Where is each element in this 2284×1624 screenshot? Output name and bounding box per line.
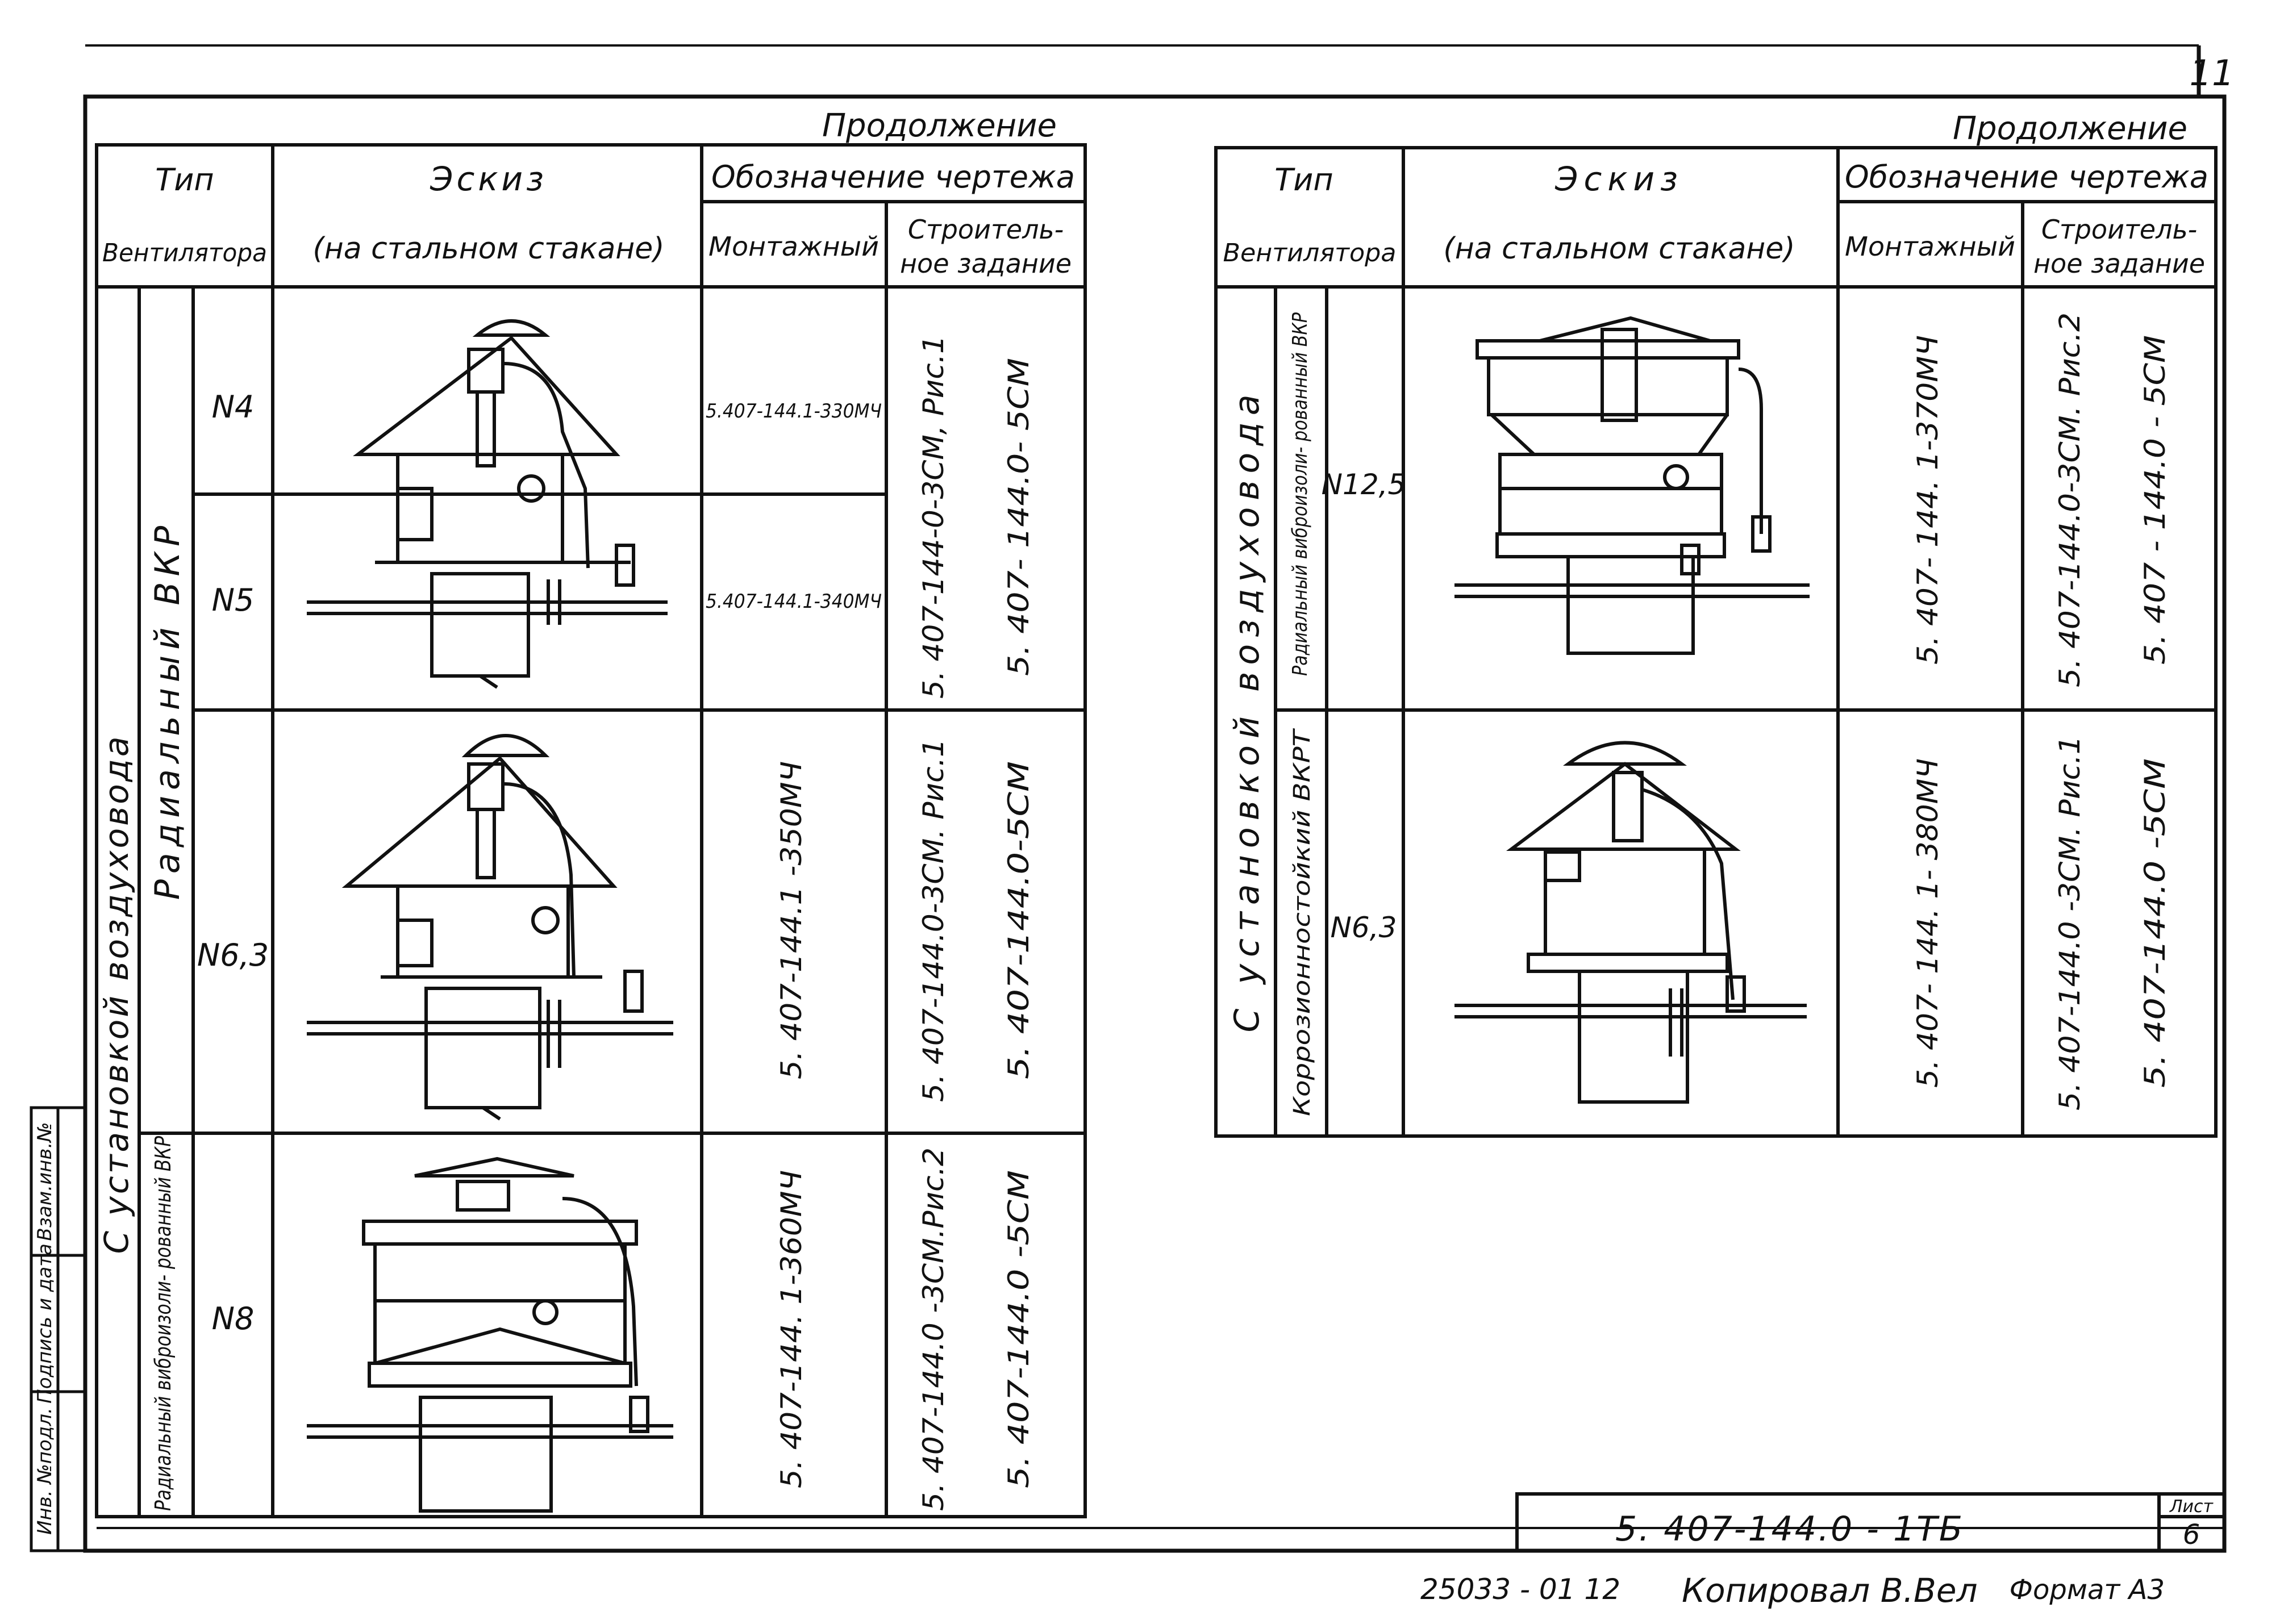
sheet-frame bbox=[83, 44, 2227, 1553]
footer-order: 25033 - 01 12 bbox=[1420, 1573, 1620, 1606]
right-header-designation: Обозначение чертежа bbox=[1845, 159, 2208, 195]
left-mount-n63: 5. 407-144.1 -350МЧ bbox=[775, 761, 808, 1079]
right-header-sketch-sub: (на стальном стакане) bbox=[1443, 232, 1795, 266]
left-continuation: Продолжение bbox=[822, 107, 1057, 144]
left-constr-n8: 5. 407-144.0 -3СМ.Рис.2 bbox=[917, 1147, 950, 1511]
left-mount-n4: 5.407-144.1-330МЧ bbox=[706, 400, 882, 423]
right-general-n125: 5. 407 - 144.0 - 5СМ bbox=[2139, 335, 2172, 665]
right-constr-n63: 5. 407-144.0 -3СМ. Рис.1 bbox=[2053, 736, 2086, 1111]
left-constr-n63: 5. 407-144.0-3СМ. Рис.1 bbox=[917, 738, 950, 1102]
left-subgroup-radial: Радиальный ВКР bbox=[148, 520, 187, 900]
left-header-construction-2: ное задание bbox=[900, 248, 1072, 279]
right-size-n63: N6,3 bbox=[1331, 911, 1397, 944]
footer-format: Формат А3 bbox=[2010, 1574, 2165, 1606]
left-header-mounting: Монтажный bbox=[708, 231, 879, 262]
right-continuation: Продолжение bbox=[1953, 110, 2187, 147]
footer-copied: Копировал В.Вел bbox=[1682, 1571, 1978, 1610]
title-block bbox=[1515, 1492, 2226, 1552]
left-general-n63: 5. 407-144.0-5СМ bbox=[1002, 761, 1035, 1079]
left-mount-n8: 5. 407-144. 1-360МЧ bbox=[775, 1170, 808, 1488]
right-mount-n63: 5. 407- 144. 1- 380МЧ bbox=[1911, 758, 1944, 1088]
left-size-n63: N6,3 bbox=[197, 937, 269, 973]
right-size-n125: N12,5 bbox=[1322, 468, 1406, 501]
left-header-type: Тип bbox=[155, 162, 214, 198]
left-group-label: С установкой воздуховода bbox=[97, 734, 136, 1254]
fan-sketch-n125 bbox=[1454, 316, 1810, 655]
left-header-fan: Вентилятора bbox=[102, 239, 267, 268]
fan-sketch-n63 bbox=[307, 734, 673, 1121]
left-table-grid bbox=[95, 143, 1087, 1518]
fan-sketch-n8 bbox=[307, 1157, 673, 1513]
right-header-sketch: Эскиз bbox=[1554, 160, 1683, 198]
stamp-podpis: Подпись и дата bbox=[34, 1243, 56, 1404]
right-mount-n125: 5. 407- 144. 1-370МЧ bbox=[1911, 335, 1944, 665]
stamp-strip bbox=[30, 1106, 87, 1552]
left-header-sketch: Эскиз bbox=[430, 160, 547, 198]
left-constr-n4n5: 5. 407-144-0-3СМ, Рис.1 bbox=[917, 335, 950, 699]
title-block-code: 5. 407-144.0 - 1ТБ bbox=[1615, 1509, 1964, 1549]
right-header-construction-2: ное задание bbox=[2033, 248, 2205, 279]
left-header-construction-1: Строитель- bbox=[908, 214, 1064, 245]
right-subgroup-vibro: Радиальный виброизоли- рованный ВКР bbox=[1289, 312, 1312, 676]
right-table: Продолжение Тип Вентилятора Эскиз (на ст… bbox=[1214, 110, 2218, 1138]
right-general-n63: 5. 407-144.0 -5СМ bbox=[2139, 758, 2172, 1088]
title-block-list-number: 6 bbox=[2183, 1519, 2200, 1551]
left-header-sketch-sub: (на стальном стакане) bbox=[312, 232, 664, 266]
stamp-inv-podl: Инв. №подл. bbox=[34, 1408, 56, 1535]
right-header-construction-1: Строитель- bbox=[2041, 214, 2197, 245]
left-header-designation: Обозначение чертежа bbox=[711, 159, 1075, 195]
right-header-fan: Вентилятора bbox=[1223, 239, 1397, 268]
right-table-grid bbox=[1214, 146, 2218, 1138]
fan-sketch-n63-korr bbox=[1454, 741, 1807, 1104]
right-constr-n125: 5. 407-144.0-3СМ. Рис.2 bbox=[2053, 312, 2086, 687]
left-size-n4: N4 bbox=[212, 389, 255, 425]
left-table: Продолжение Тип Вентилятора Эскиз (на ст… bbox=[95, 107, 1087, 1518]
right-header-mounting: Монтажный bbox=[1845, 231, 2015, 262]
right-header-type: Тип bbox=[1274, 162, 1333, 198]
left-subgroup-vibro: Радиальный виброизоли- рованный ВКР bbox=[151, 1136, 176, 1511]
sheet-number: 11 bbox=[2190, 52, 2235, 94]
right-subgroup-korr: Коррозионностойкий ВКРТ bbox=[1289, 728, 1315, 1116]
title-block-list-label: Лист bbox=[2169, 1497, 2214, 1517]
left-general-n8: 5. 407-144.0 -5СМ bbox=[1002, 1170, 1035, 1488]
fan-sketch-n4-n5 bbox=[307, 319, 668, 689]
stamp-vzam: Взам.инв.№ bbox=[34, 1122, 56, 1241]
left-size-n5: N5 bbox=[212, 582, 255, 618]
left-mount-n5: 5.407-144.1-340МЧ bbox=[706, 590, 882, 613]
left-general-n4n5: 5. 407- 144.0- 5СМ bbox=[1002, 358, 1035, 676]
left-size-n8: N8 bbox=[212, 1301, 255, 1337]
right-group-label: С установкой воздуховода bbox=[1227, 387, 1267, 1032]
